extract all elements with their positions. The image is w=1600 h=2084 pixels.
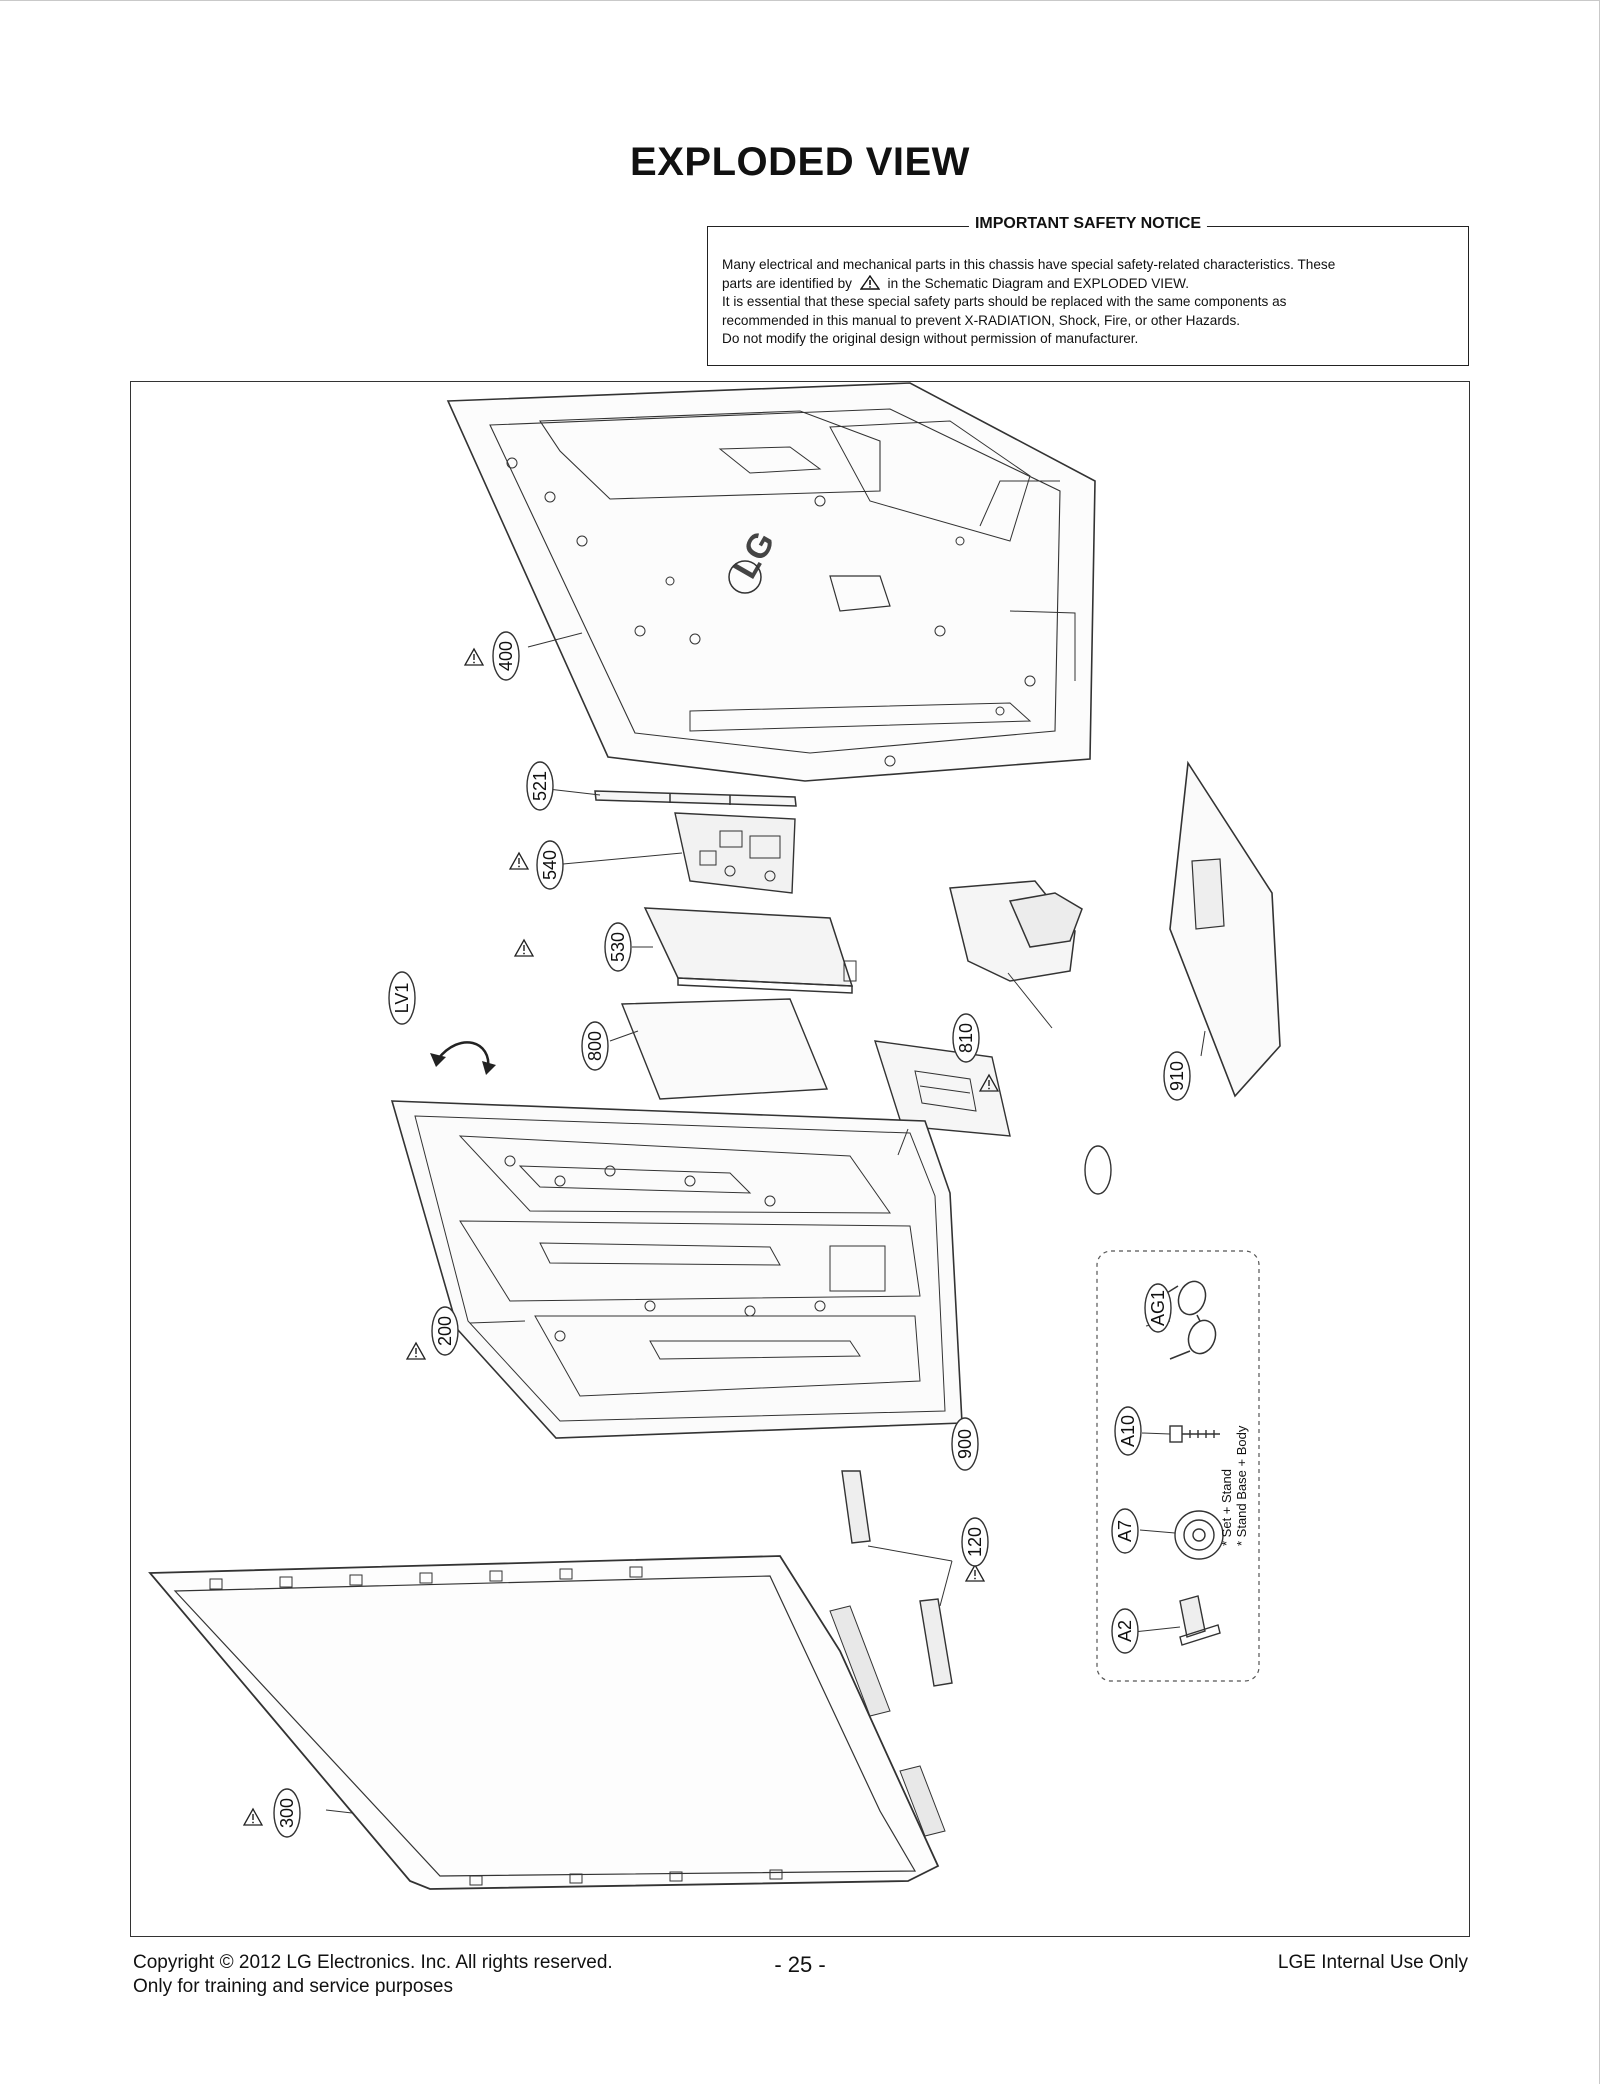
back-cover-drawing: LG — [446, 382, 1096, 782]
safety-notice-heading: IMPORTANT SAFETY NOTICE — [968, 215, 1208, 233]
safety-notice-line-1: Many electrical and mechanical parts in … — [722, 257, 1336, 272]
sheet-800-drawing — [620, 998, 829, 1100]
part-label-lv1: LV1 — [392, 983, 412, 1014]
part-label-ag1: AG1 — [1148, 1290, 1168, 1326]
part-label-300: 300 — [277, 1798, 297, 1828]
bracket-810-drawing — [873, 1040, 1011, 1137]
safety-notice-body: Many electrical and mechanical parts in … — [722, 256, 1454, 349]
accessory-note-1: * Set + Stand — [1219, 1469, 1234, 1546]
front-bezel-300-drawing — [148, 1555, 946, 1890]
footer-page-number: - 25 - — [774, 1952, 826, 1977]
part-labels: 400 521 540 530 LV1 800 810 910 900 200 … — [277, 641, 1187, 1828]
part-label-530: 530 — [608, 932, 628, 962]
accessory-notes: * Set + Stand * Stand Base + Body — [1219, 1425, 1249, 1546]
part-label-120: 120 — [965, 1527, 985, 1557]
bracket-521-drawing — [594, 790, 797, 807]
part-label-400: 400 — [496, 641, 516, 671]
part-label-200: 200 — [435, 1316, 455, 1346]
safety-notice-line-5: Do not modify the original design withou… — [722, 331, 1139, 347]
bracket-120-drawing — [841, 1470, 953, 1687]
chassis-200-drawing — [390, 1100, 963, 1439]
page-title: EXPLODED VIEW — [630, 140, 970, 184]
footer-copyright-block: Copyright © 2012 LG Electronics. Inc. Al… — [133, 1951, 613, 1999]
part-label-900: 900 — [955, 1429, 975, 1459]
safety-notice-line-2a: parts are identified by — [722, 275, 852, 291]
stand-neck-910-drawing — [949, 880, 1083, 982]
cover-a2-drawing — [1179, 1595, 1221, 1646]
safety-notice-line-2: parts are identified by in the Schematic… — [722, 274, 1454, 294]
part-callouts — [273, 631, 1191, 1838]
page-top-edge — [0, 0, 1600, 1]
warning-triangle-icon — [859, 274, 881, 290]
part-label-a10: A10 — [1118, 1415, 1138, 1447]
part-label-910: 910 — [1167, 1061, 1187, 1091]
accessory-note-2: * Stand Base + Body — [1234, 1425, 1249, 1546]
accessory-box — [1096, 1250, 1260, 1682]
part-label-a7: A7 — [1115, 1520, 1135, 1542]
knob-a7-drawing — [1174, 1510, 1224, 1560]
part-label-540: 540 — [540, 850, 560, 880]
screw-a10-drawing — [1169, 1425, 1220, 1443]
footer-copyright: Copyright © 2012 LG Electronics. Inc. Al… — [133, 1952, 613, 1973]
footer-purpose: Only for training and service purposes — [133, 1976, 453, 1997]
safety-notice-line-4: recommended in this manual to prevent X-… — [722, 312, 1241, 328]
glasses-ag1-drawing — [1161, 1280, 1217, 1360]
safety-notice-line-3: It is essential that these special safet… — [722, 294, 1287, 310]
exploded-view-drawing: LG — [148, 382, 1281, 1890]
part-label-a2: A2 — [1115, 1620, 1135, 1642]
power-supply-530-drawing — [643, 907, 857, 994]
safety-notice-box: IMPORTANT SAFETY NOTICE Many electrical … — [707, 215, 1469, 366]
part-label-810: 810 — [956, 1023, 976, 1053]
drawing-frame — [130, 381, 1470, 1937]
rotate-arrow-icon — [430, 1041, 496, 1075]
stand-base-900-drawing — [1169, 760, 1281, 1098]
footer-classification: LGE Internal Use Only — [1277, 1952, 1468, 1973]
safety-notice-line-2b: in the Schematic Diagram and EXPLODED VI… — [887, 275, 1189, 291]
part-label-521: 521 — [530, 771, 550, 801]
main-board-540-drawing — [674, 812, 796, 894]
part-label-800: 800 — [585, 1031, 605, 1061]
